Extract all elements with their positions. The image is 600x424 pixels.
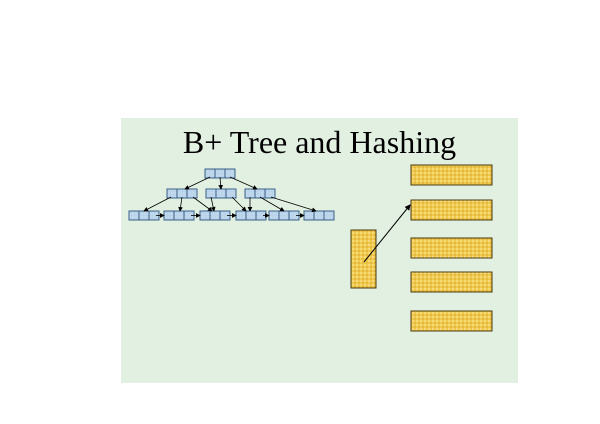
bplus-tree — [128, 168, 335, 221]
btree-root-node — [204, 168, 236, 179]
hash-bucket-3 — [410, 237, 493, 259]
hash-bucket-2 — [410, 199, 493, 221]
hash-bucket-5 — [410, 310, 493, 332]
btree-leaf-node-1 — [128, 210, 160, 221]
btree-root-pointers — [184, 176, 258, 190]
btree-internal-node-3 — [244, 188, 276, 199]
btree-leaf-node-3 — [199, 210, 231, 221]
btree-internal-pointers — [143, 196, 317, 213]
hash-bucket-1 — [410, 164, 493, 186]
btree-leaf-node-6 — [303, 210, 335, 221]
btree-leaf-node-5 — [268, 210, 300, 221]
btree-leaf-node-2 — [163, 210, 195, 221]
hash-structure — [350, 164, 493, 332]
hash-bucket-4 — [410, 271, 493, 293]
hash-directory — [350, 229, 377, 289]
hash-pointer-arrow — [363, 204, 411, 263]
btree-internal-node-1 — [166, 188, 198, 199]
slide-title: B+ Tree and Hashing — [182, 124, 457, 160]
btree-internal-node-2 — [205, 188, 237, 199]
btree-leaf-node-4 — [235, 210, 267, 221]
